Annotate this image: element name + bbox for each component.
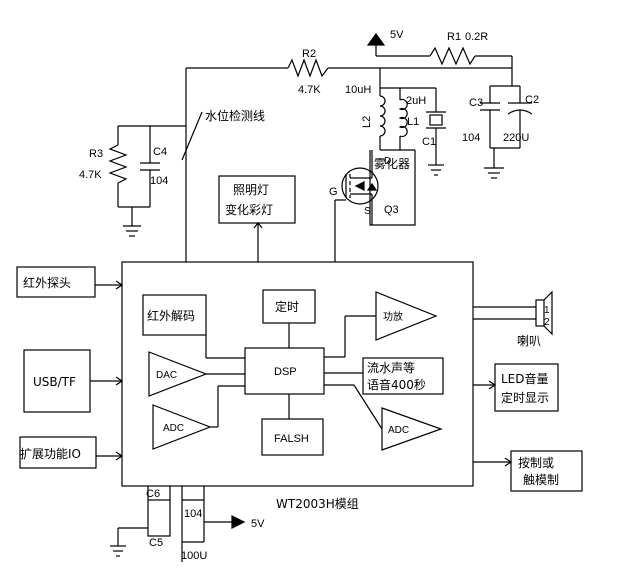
q3-gate-label: G — [329, 186, 338, 198]
inductor-l1 — [398, 98, 408, 138]
supply-top-label: 5V — [390, 29, 404, 41]
capacitor-c6-c5 — [147, 499, 171, 537]
water-level-label: 水位检测线 — [205, 108, 265, 123]
led-line2: 定时显示 — [501, 390, 549, 405]
led-line1: LED音量 — [501, 371, 549, 386]
c3-label: C3 — [469, 97, 483, 109]
amp-label: 功放 — [383, 310, 403, 323]
r1-label: R1 — [447, 31, 461, 43]
mosfet-q3 — [341, 167, 379, 206]
supply-top-symbol — [366, 32, 386, 56]
c5-label: C5 — [149, 537, 163, 549]
q3-label: Q3 — [384, 204, 399, 216]
crystal-c1 — [426, 111, 446, 129]
touch-control-box — [510, 450, 583, 492]
ground-c2 — [484, 167, 504, 179]
timer-label: 定时 — [275, 299, 299, 314]
l2-value: 10uH — [345, 84, 371, 96]
usb-tf-label: USB/TF — [33, 375, 76, 389]
flash-box — [261, 418, 324, 456]
capacitor-c4 — [140, 162, 160, 171]
l2-label: L2 — [361, 116, 373, 128]
c4-label: C4 — [153, 146, 167, 158]
expansion-io-box — [19, 436, 97, 469]
lighting-box — [218, 175, 296, 224]
adc-left-triangle — [152, 404, 212, 450]
expansion-io-label: 扩展功能IO — [20, 447, 81, 461]
ground-c1 — [428, 164, 444, 176]
l1-value: 2uH — [406, 95, 426, 107]
ground-bottom — [110, 545, 126, 557]
sound-line2: 语音400秒 — [367, 377, 426, 392]
ir-decode-box — [142, 294, 207, 336]
c2-value: 220U — [503, 132, 529, 144]
dsp-box — [244, 347, 325, 395]
lighting-line2: 变化彩灯 — [225, 202, 273, 217]
r3-value: 4.7K — [79, 169, 102, 181]
c4-value: 104 — [150, 175, 168, 187]
r2-label: R2 — [302, 48, 316, 60]
supply-bottom-label: 5V — [251, 518, 265, 530]
resistor-r1 — [429, 46, 476, 66]
adc-left-label: ADC — [163, 423, 184, 434]
ir-probe-label: 红外探头 — [23, 275, 71, 290]
q3-source-label: S — [364, 206, 371, 217]
c3-value: 104 — [462, 132, 480, 144]
r3-label: R3 — [89, 148, 103, 160]
c1-label: C1 — [422, 136, 436, 148]
sound-line1: 流水声等 — [367, 361, 415, 375]
water-level-probe — [181, 111, 203, 161]
adc-right-label: ADC — [388, 425, 409, 436]
touch-line1: 按制或 — [518, 456, 554, 470]
ground-r3 — [123, 225, 141, 237]
inductor-l2 — [379, 95, 386, 137]
r1-value: 0.2R — [465, 31, 488, 43]
speaker-pin1: 1 — [544, 305, 550, 316]
sound-box — [362, 357, 444, 395]
resistor-r2 — [287, 58, 329, 78]
touch-line2: 触模制 — [523, 473, 559, 487]
supply-bottom-arrow — [231, 515, 246, 529]
module-name: WT2003H模组 — [276, 497, 359, 511]
r2-value: 4.7K — [298, 84, 321, 96]
speaker-pin2: 2 — [544, 317, 550, 328]
c5-value: 100U — [181, 550, 207, 562]
led-display-box — [494, 363, 559, 412]
atomizer-label: 雾化器 — [374, 157, 410, 171]
resistor-r3 — [108, 144, 128, 184]
lighting-line1: 照明灯 — [233, 183, 269, 197]
c6-label: C6 — [146, 488, 160, 500]
flash-label: FALSH — [274, 433, 309, 445]
c6-value: 104 — [184, 508, 202, 520]
q3-drain-label: D — [384, 156, 391, 167]
ir-decode-label: 红外解码 — [147, 308, 195, 323]
wt2003h-module — [121, 261, 474, 487]
ir-probe-box — [16, 266, 96, 298]
c2-label: C2 — [525, 94, 539, 106]
speaker-icon — [535, 290, 553, 336]
l1-label: L1 — [407, 116, 419, 128]
speaker-label: 喇叭 — [517, 333, 541, 348]
dac-triangle — [148, 351, 208, 397]
dac-label: DAC — [156, 370, 177, 381]
dsp-label: DSP — [274, 366, 297, 378]
